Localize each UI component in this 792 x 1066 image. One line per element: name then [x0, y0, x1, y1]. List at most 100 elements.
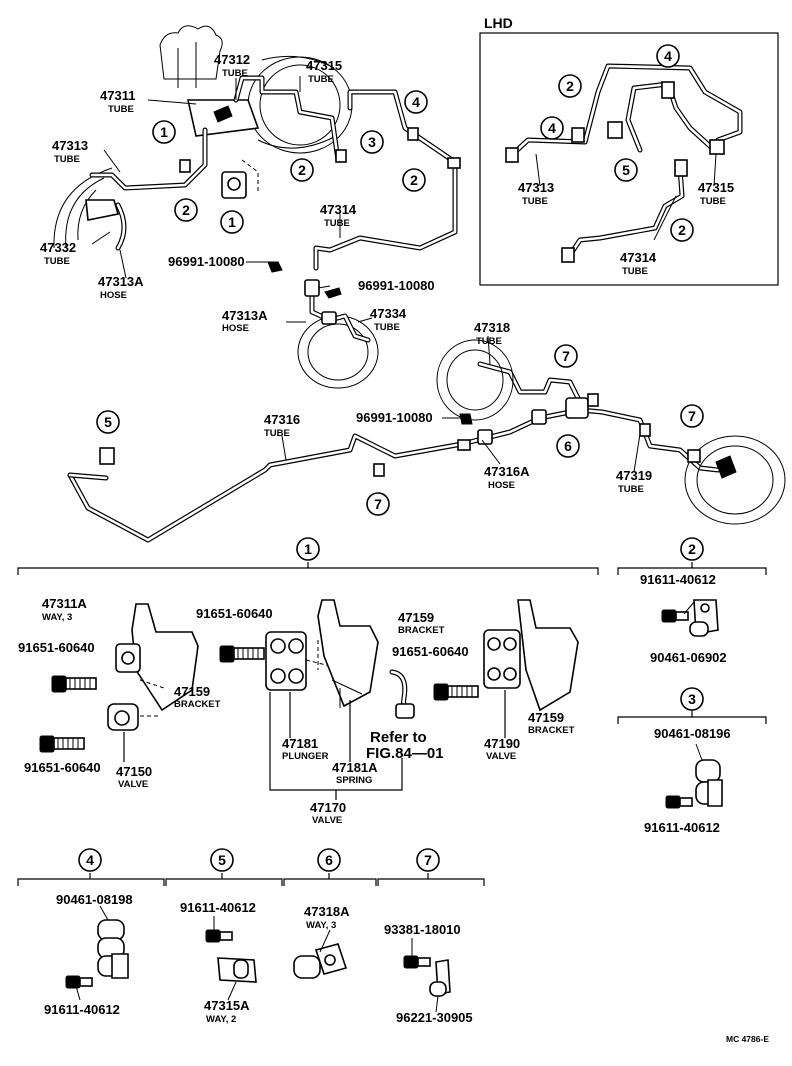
label-47159-c-name: BRACKET [528, 725, 575, 736]
label-47334: 47334 [370, 306, 407, 321]
lhd-label-47313-name: TUBE [522, 196, 548, 207]
label-47314: 47314 [320, 202, 357, 217]
group-header-4: 4 [78, 848, 102, 872]
label-47315-name: TUBE [308, 74, 334, 85]
label-47311A-name: WAY, 3 [42, 612, 72, 623]
svg-text:2: 2 [678, 222, 686, 238]
label-91651-c: 91651-60640 [196, 606, 273, 621]
label-47334-name: TUBE [374, 322, 400, 333]
svg-text:7: 7 [374, 496, 382, 512]
label-47190: 47190 [484, 736, 520, 751]
lhd-title: LHD [484, 15, 513, 31]
label-47170: 47170 [310, 800, 346, 815]
label-47313A-mid-name: HOSE [222, 323, 249, 334]
label-47313-name: TUBE [54, 154, 80, 165]
ref-circle-4b: 4 [656, 44, 680, 68]
lhd-label-47314: 47314 [620, 250, 657, 265]
ref-circle-2b: 2 [290, 158, 314, 182]
label-47311: 47311 [100, 88, 135, 103]
label-47313: 47313 [52, 138, 88, 153]
label-47314-name: TUBE [324, 218, 350, 229]
refer-line-1: Refer to [370, 729, 427, 746]
svg-text:4: 4 [548, 120, 556, 136]
ref-circle-7b: 7 [554, 344, 578, 368]
label-91651-d: 91651-60640 [392, 644, 469, 659]
label-47332: 47332 [40, 240, 76, 255]
svg-text:6: 6 [325, 852, 333, 868]
group-3-clamp [617, 711, 767, 809]
svg-text:7: 7 [424, 852, 432, 868]
label-47181A: 47181A [332, 760, 378, 775]
svg-text:2: 2 [298, 162, 306, 178]
ref-circle-5b: 5 [96, 410, 120, 434]
svg-text:1: 1 [228, 214, 236, 230]
label-47159-b: 47159 [398, 610, 434, 625]
svg-text:1: 1 [160, 124, 168, 140]
group-5-clamp [165, 873, 283, 983]
label-47313A-top: 47313A [98, 274, 144, 289]
label-g2-b: 90461-06902 [650, 650, 727, 665]
label-47311-name: TUBE [108, 104, 134, 115]
label-47181: 47181 [282, 736, 318, 751]
group-4-clamp [17, 873, 165, 989]
svg-text:7: 7 [562, 348, 570, 364]
bolt-a [51, 675, 97, 693]
label-47181A-name: SPRING [336, 775, 372, 786]
label-47159-a-name: BRACKET [174, 699, 221, 710]
svg-text:2: 2 [410, 172, 418, 188]
lhd-label-47315: 47315 [698, 180, 734, 195]
label-47313A-mid: 47313A [222, 308, 268, 323]
group-1-bracket [17, 562, 599, 800]
label-47150: 47150 [116, 764, 152, 779]
label-47318: 47318 [474, 320, 510, 335]
svg-text:5: 5 [218, 852, 226, 868]
svg-text:5: 5 [622, 162, 630, 178]
group-header-5: 5 [210, 848, 234, 872]
label-47311A: 47311A [42, 596, 87, 611]
ref-circle-3a: 3 [360, 130, 384, 154]
label-47159-a: 47159 [174, 684, 210, 699]
group-header-1: 1 [296, 537, 320, 561]
label-47159-b-name: BRACKET [398, 625, 445, 636]
label-47181-name: PLUNGER [282, 751, 329, 762]
label-g5-b: 47315A [204, 998, 250, 1013]
ref-circle-1a: 1 [152, 120, 176, 144]
label-g7-a: 93381-18010 [384, 922, 461, 937]
front-tubes [85, 75, 461, 271]
ref-circle-4a: 4 [404, 90, 428, 114]
svg-text:2: 2 [688, 541, 696, 557]
label-g6-a-name: WAY, 3 [306, 920, 336, 931]
label-47318-name: TUBE [476, 336, 502, 347]
group-7-clamp [377, 873, 485, 997]
group-header-2: 2 [680, 537, 704, 561]
label-47312-name: TUBE [222, 68, 248, 79]
ref-circle-2e: 2 [670, 218, 694, 242]
ref-circle-2c: 2 [402, 168, 426, 192]
svg-text:5: 5 [104, 414, 112, 430]
label-47150-name: VALVE [118, 779, 148, 790]
group-header-3: 3 [680, 687, 704, 711]
svg-text:7: 7 [688, 408, 696, 424]
refer-line-2: FIG.84—01 [366, 745, 444, 762]
bolt-d [433, 683, 479, 701]
label-47316-name: TUBE [264, 428, 290, 439]
bolt-c [219, 645, 265, 663]
lhd-label-47313: 47313 [518, 180, 554, 195]
ref-circle-5a: 5 [614, 158, 638, 182]
lhd-inset [479, 32, 779, 286]
label-96991-b: 96991-10080 [358, 278, 435, 293]
label-g5-b-name: WAY, 2 [206, 1014, 236, 1025]
label-96991-a: 96991-10080 [168, 254, 245, 269]
label-g5-a: 91611-40612 [180, 900, 256, 915]
group-2-clamp [617, 562, 767, 637]
label-47159-c: 47159 [528, 710, 564, 725]
label-47316A-name: HOSE [488, 480, 515, 491]
rear-tube-run [67, 339, 786, 543]
label-91651-a: 91651-60640 [18, 640, 95, 655]
svg-text:1: 1 [304, 541, 312, 557]
label-47319: 47319 [616, 468, 652, 483]
label-47313A-top-name: HOSE [100, 290, 127, 301]
label-g3-a: 90461-08196 [654, 726, 731, 741]
svg-text:6: 6 [564, 438, 572, 454]
